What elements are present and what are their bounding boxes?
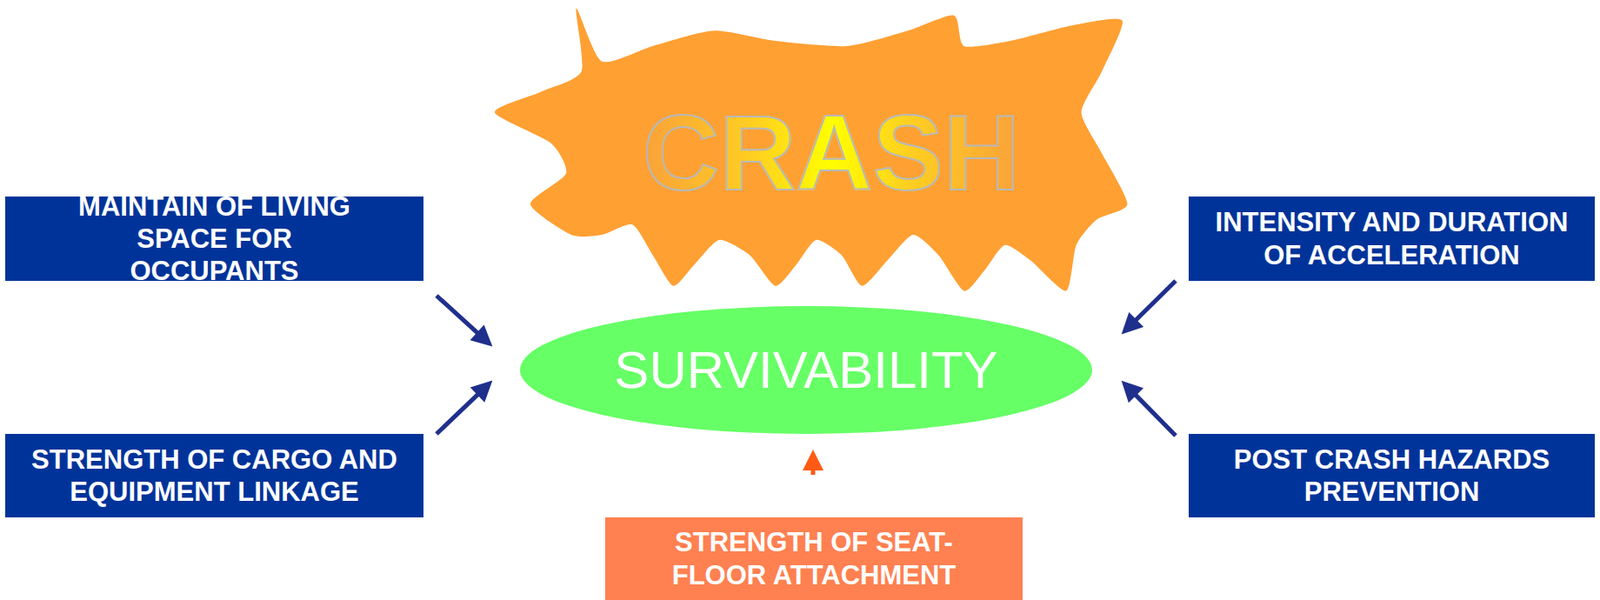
factor-box: MAINTAIN OF LIVING SPACE FOR OCCUPANTS xyxy=(5,196,424,281)
burst-shape xyxy=(494,7,1128,291)
factor-box: INTENSITY AND DURATION OF ACCELERATION xyxy=(1188,196,1595,281)
crash-burst: CRASH xyxy=(489,5,1128,291)
box-label: STRENGTH OF CARGO AND EQUIPMENT LINKAGE xyxy=(14,443,415,508)
text-holder: POST CRASH HAZARDS PREVENTION xyxy=(1188,433,1595,518)
box-label: MAINTAIN OF LIVING SPACE FOR OCCUPANTS xyxy=(49,190,380,288)
arrow-connector xyxy=(1126,280,1176,329)
text-holder: MAINTAIN OF LIVING SPACE FOR OCCUPANTS xyxy=(5,196,424,281)
factor-box: STRENGTH OF CARGO AND EQUIPMENT LINKAGE xyxy=(5,433,424,518)
ellipse-shape xyxy=(520,306,1093,434)
central-ellipse: SURVIVABILITY xyxy=(520,306,1093,434)
box-label: INTENSITY AND DURATION OF ACCELERATION xyxy=(1198,206,1586,271)
arrow-connector xyxy=(811,457,816,475)
text-holder: INTENSITY AND DURATION OF ACCELERATION xyxy=(1188,196,1595,281)
box-label: POST CRASH HAZARDS PREVENTION xyxy=(1200,443,1584,508)
text-holder: STRENGTH OF CARGO AND EQUIPMENT LINKAGE xyxy=(5,433,424,518)
arrow-connector xyxy=(436,386,487,434)
highlight-box: STRENGTH OF SEAT-FLOOR ATTACHMENT xyxy=(605,517,1023,600)
text-holder: SURVIVABILITY xyxy=(520,306,1093,434)
text-holder: STRENGTH OF SEAT-FLOOR ATTACHMENT xyxy=(605,517,1023,600)
burst-title: CRASH xyxy=(642,100,1020,207)
box-label: STRENGTH OF SEAT-FLOOR ATTACHMENT xyxy=(640,526,988,591)
factor-box: POST CRASH HAZARDS PREVENTION xyxy=(1188,433,1595,518)
ellipse-label: SURVIVABILITY xyxy=(613,344,998,397)
arrow-connector xyxy=(1126,386,1176,436)
arrow-connector xyxy=(436,295,487,341)
